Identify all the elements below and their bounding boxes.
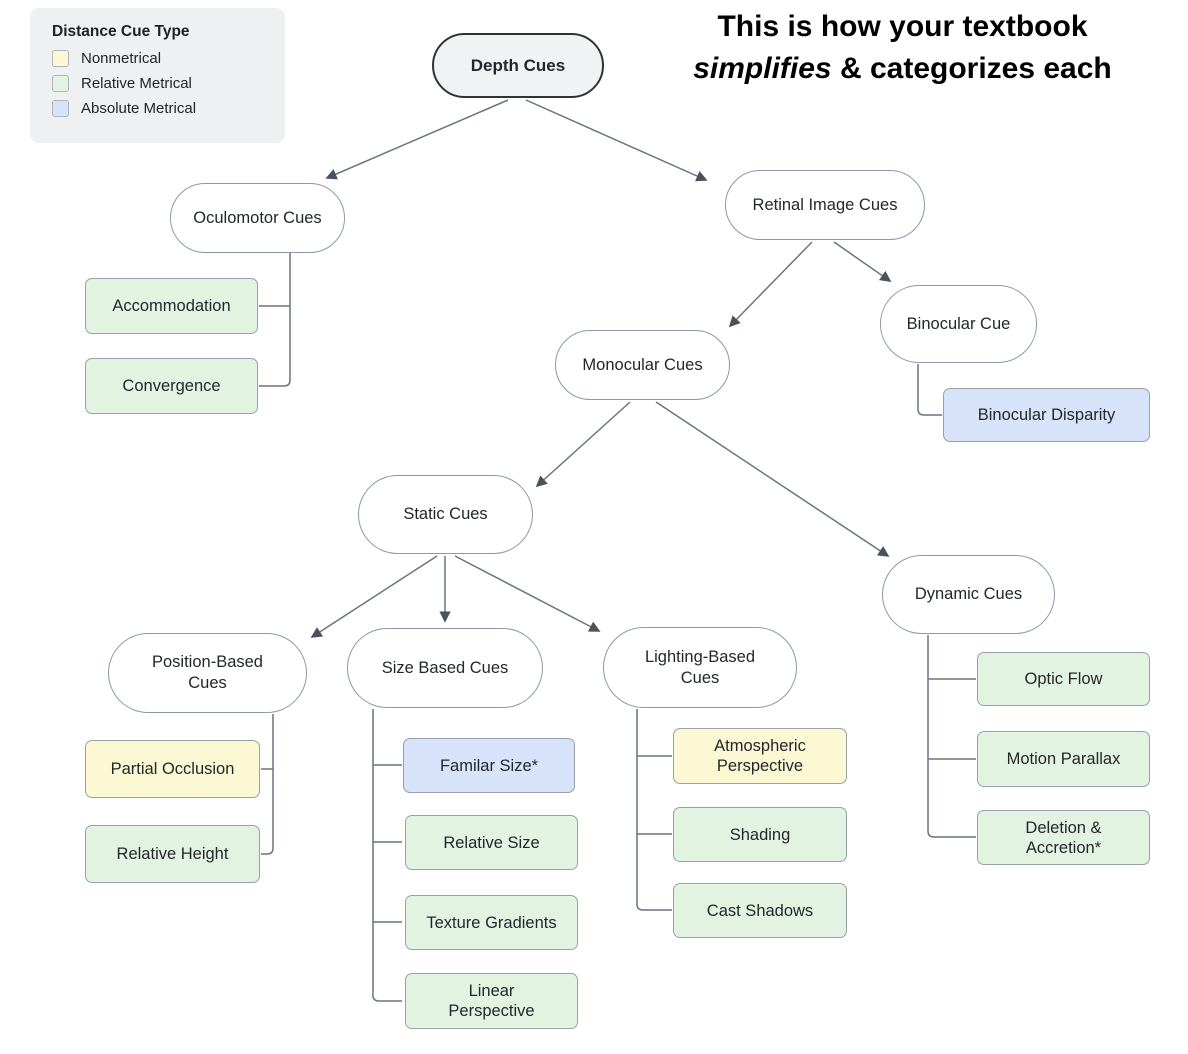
heading-rest: & categorizes each	[831, 52, 1112, 85]
edge-retinal-binocular	[833, 241, 892, 282]
node-label: Binocular Disparity	[977, 406, 1116, 424]
edge-static-position	[310, 555, 438, 638]
legend-item-label: Absolute Metrical	[81, 100, 197, 117]
node-optic-flow: Optic Flow	[977, 652, 1150, 706]
node-label: Motion Parallax	[1006, 750, 1121, 768]
elbow-lighting	[636, 709, 672, 911]
elbow-oculomotor	[259, 253, 291, 387]
node-label: Static Cues	[403, 505, 488, 523]
node-partial-occlusion: Partial Occlusion	[85, 740, 260, 798]
node-label: Shading	[729, 825, 791, 844]
node-static-cues: Static Cues	[358, 475, 533, 554]
node-retinal-image-cues: Retinal Image Cues	[725, 170, 925, 240]
node-label: Optic Flow	[1024, 670, 1103, 688]
node-label: Familar Size*	[439, 756, 539, 775]
node-label: Accommodation	[112, 297, 231, 315]
node-label: Position-Based Cues	[152, 653, 263, 692]
elbow-size	[372, 709, 402, 1002]
heading-emphasis: simplifies	[693, 52, 832, 85]
node-depth-cues: Depth Cues	[432, 33, 604, 98]
node-convergence: Convergence	[85, 358, 258, 414]
node-label: Oculomotor Cues	[193, 208, 322, 227]
elbow-position	[261, 714, 274, 855]
legend-item-relative-metrical: Relative Metrical	[52, 75, 285, 92]
node-atmospheric-perspective: Atmospheric Perspective	[673, 728, 847, 784]
node-label: Depth Cues	[470, 56, 566, 75]
node-lighting-based-cues: Lighting-Based Cues	[603, 627, 797, 708]
node-relative-size: Relative Size	[405, 815, 578, 870]
node-motion-parallax: Motion Parallax	[977, 731, 1150, 787]
absolute-metrical-swatch	[52, 100, 69, 117]
node-label: Monocular Cues	[582, 355, 703, 374]
node-dynamic-cues: Dynamic Cues	[882, 555, 1055, 634]
node-deletion-accretion: Deletion & Accretion*	[977, 810, 1150, 865]
node-label: Linear Perspective	[448, 982, 535, 1020]
legend-item-label: Nonmetrical	[81, 50, 162, 67]
node-label: Partial Occlusion	[110, 760, 235, 778]
node-accommodation: Accommodation	[85, 278, 258, 334]
node-label: Retinal Image Cues	[752, 195, 898, 214]
node-label: Size Based Cues	[381, 658, 509, 677]
node-label: Relative Size	[443, 833, 540, 852]
legend-title: Distance Cue Type	[52, 23, 190, 40]
node-label: Atmospheric Perspective	[714, 737, 806, 775]
node-familar-size: Familar Size*	[403, 738, 575, 793]
node-label: Lighting-Based Cues	[644, 647, 756, 687]
node-label: Convergence	[122, 377, 221, 395]
node-size-based-cues: Size Based Cues	[347, 628, 543, 708]
heading-line2: simplifies & categorizes each	[615, 48, 1188, 90]
node-label: Deletion & Accretion*	[1025, 818, 1102, 857]
legend-item-absolute-metrical: Absolute Metrical	[52, 100, 285, 117]
node-label: Texture Gradients	[426, 913, 557, 932]
node-label: Binocular Cue	[906, 314, 1011, 333]
node-binocular-cue: Binocular Cue	[880, 285, 1037, 363]
edge-static-lighting	[454, 555, 601, 632]
node-oculomotor-cues: Oculomotor Cues	[170, 183, 345, 253]
node-label: Cast Shadows	[706, 901, 814, 920]
legend-item-nonmetrical: Nonmetrical	[52, 50, 285, 67]
heading-line1: This is how your textbook	[717, 10, 1088, 43]
node-position-based-cues: Position-Based Cues	[108, 633, 307, 713]
edge-depthcues-oculomotor	[325, 99, 509, 180]
edge-retinal-monocular	[728, 241, 813, 328]
node-label: Relative Height	[116, 845, 229, 863]
node-label: Dynamic Cues	[914, 585, 1023, 603]
node-relative-height: Relative Height	[85, 825, 260, 883]
node-cast-shadows: Cast Shadows	[673, 883, 847, 938]
node-linear-perspective: Linear Perspective	[405, 973, 578, 1029]
node-binocular-disparity: Binocular Disparity	[943, 388, 1150, 442]
node-texture-gradients: Texture Gradients	[405, 895, 578, 950]
edge-depthcues-retinal	[525, 99, 708, 182]
nonmetrical-swatch	[52, 50, 69, 67]
edge-monocular-dynamic	[655, 401, 890, 557]
node-monocular-cues: Monocular Cues	[555, 330, 730, 400]
legend: Distance Cue Type Nonmetrical Relative M…	[30, 8, 285, 143]
elbow-binocular	[917, 364, 942, 416]
elbow-dynamic	[927, 635, 976, 838]
heading: This is how your textbook simplifies & c…	[615, 6, 1188, 90]
edge-monocular-static	[535, 401, 631, 488]
node-shading: Shading	[673, 807, 847, 862]
relative-metrical-swatch	[52, 75, 69, 92]
legend-item-label: Relative Metrical	[81, 75, 192, 92]
